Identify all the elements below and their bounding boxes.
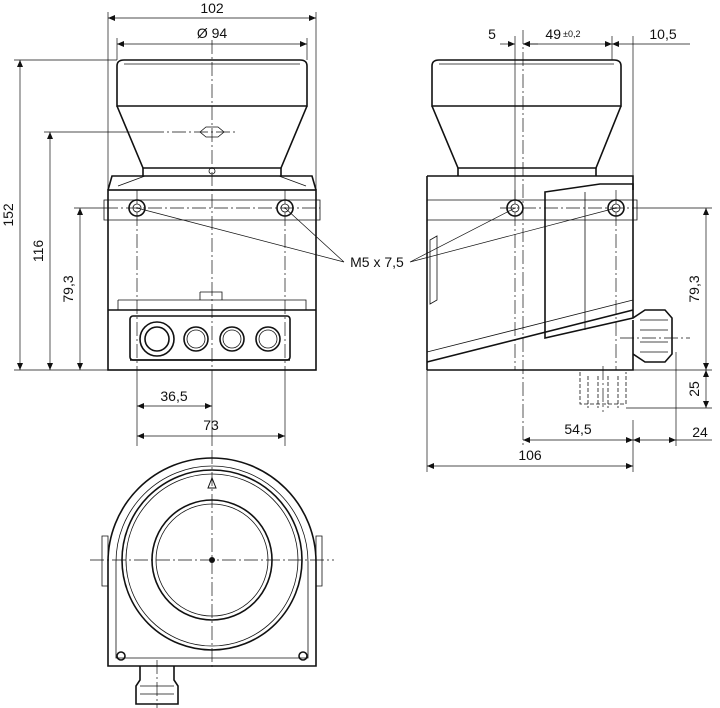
dim-5: 5 xyxy=(488,26,496,42)
dim-79-3-front: 79,3 xyxy=(60,275,76,302)
dim-diameter-94: Ø 94 xyxy=(197,25,228,41)
dim-116: 116 xyxy=(30,240,46,263)
side-dimensions: 5 49 ±0,2 10,5 79,3 25 54,5 24 106 xyxy=(426,26,712,472)
dim-106: 106 xyxy=(518,447,542,463)
dim-10-5: 10,5 xyxy=(649,26,676,42)
dim-49-tolerance: ±0,2 xyxy=(563,29,580,39)
side-view xyxy=(426,30,690,448)
top-view xyxy=(90,450,334,708)
dim-102: 102 xyxy=(200,0,224,16)
dim-25: 25 xyxy=(686,381,702,397)
front-view xyxy=(103,40,321,380)
dim-73: 73 xyxy=(203,417,219,433)
dim-152: 152 xyxy=(0,203,16,227)
dim-79-3-side: 79,3 xyxy=(686,275,702,302)
front-dimensions: 102 Ø 94 152 116 79,3 36,5 73 M5 x 7,5 xyxy=(0,0,617,446)
dim-49: 49 xyxy=(545,26,561,42)
dim-24: 24 xyxy=(692,424,708,440)
dim-54-5: 54,5 xyxy=(564,421,591,437)
thread-callout: M5 x 7,5 xyxy=(350,254,404,270)
dim-36-5: 36,5 xyxy=(160,388,187,404)
